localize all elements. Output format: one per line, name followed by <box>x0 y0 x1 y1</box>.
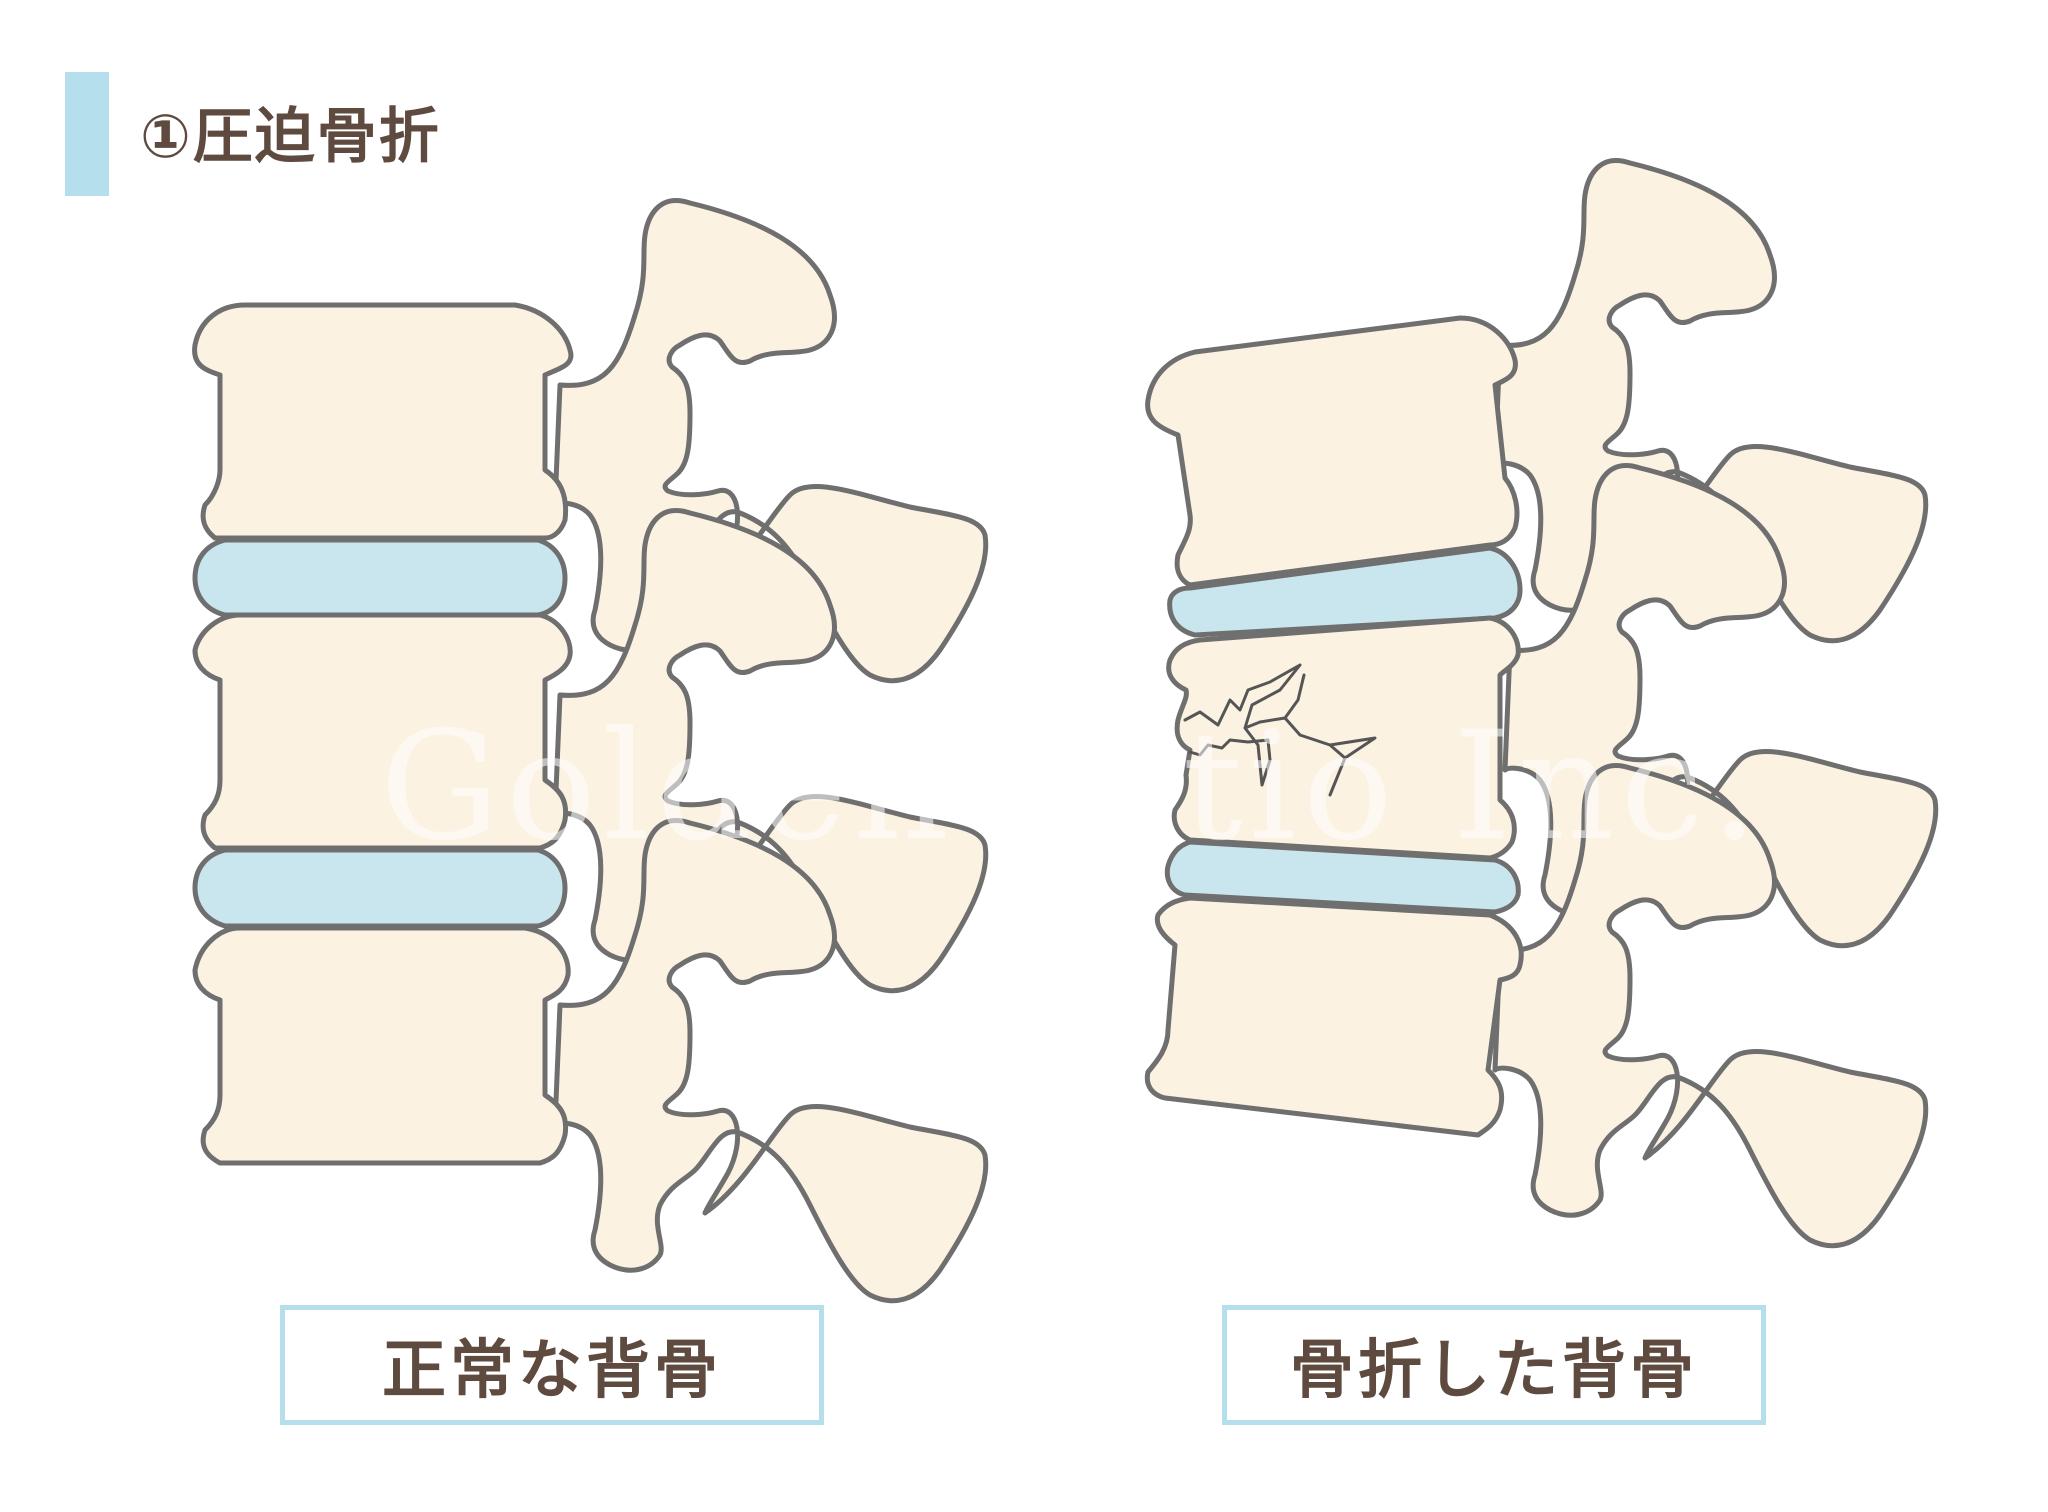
normal-disc-2 <box>192 847 568 929</box>
crack-lines <box>1183 663 1377 797</box>
normal-vertebra-1 <box>192 302 574 541</box>
fractured-disc-2 <box>1164 839 1521 915</box>
fractured-vertebra-3 <box>1144 895 1524 1138</box>
fractured-vertebra-1 <box>1145 315 1520 588</box>
title-accent-bar <box>65 72 109 196</box>
watermark: Golden ratio Inc. <box>380 700 1765 874</box>
fractured-spine <box>1144 161 1935 1246</box>
label-normal-spine: 正常な背骨 <box>280 1305 824 1425</box>
normal-disc-1 <box>192 537 568 618</box>
normal-spine <box>192 201 986 1301</box>
normal-vertebra-3 <box>192 925 571 1166</box>
fractured-vertebra-2 <box>1166 615 1521 861</box>
page-title: ①圧迫骨折 <box>140 102 441 172</box>
label-fractured-spine: 骨折した背骨 <box>1222 1305 1766 1425</box>
